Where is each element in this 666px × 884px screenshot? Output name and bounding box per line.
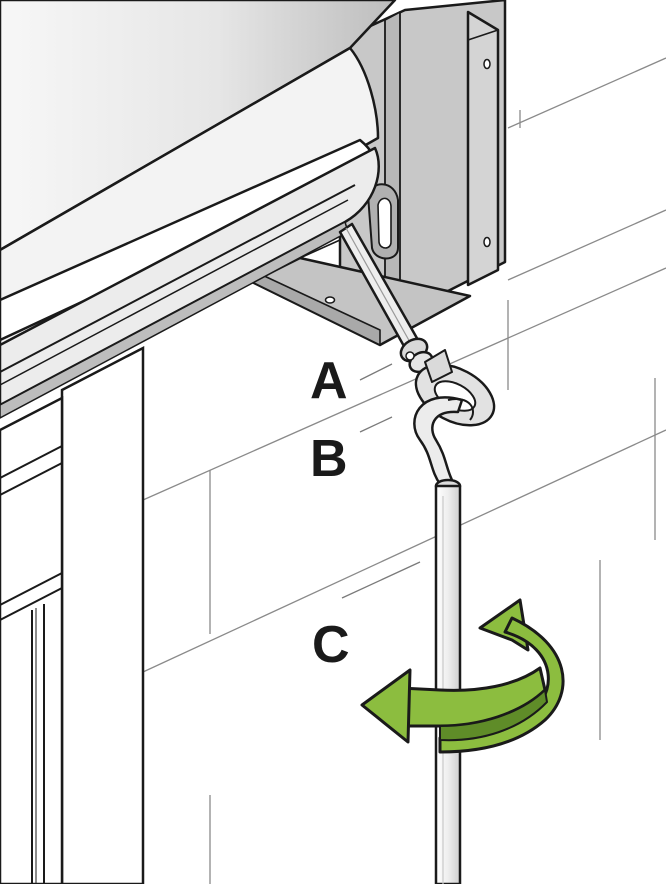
- crank-handle: [434, 478, 462, 884]
- label-b: B: [310, 430, 348, 488]
- label-a: A: [310, 352, 348, 410]
- rotate-arrow-icon: [360, 598, 565, 754]
- label-c: C: [312, 616, 350, 674]
- window-frame: [0, 345, 145, 884]
- awning-cassette: [0, 0, 397, 419]
